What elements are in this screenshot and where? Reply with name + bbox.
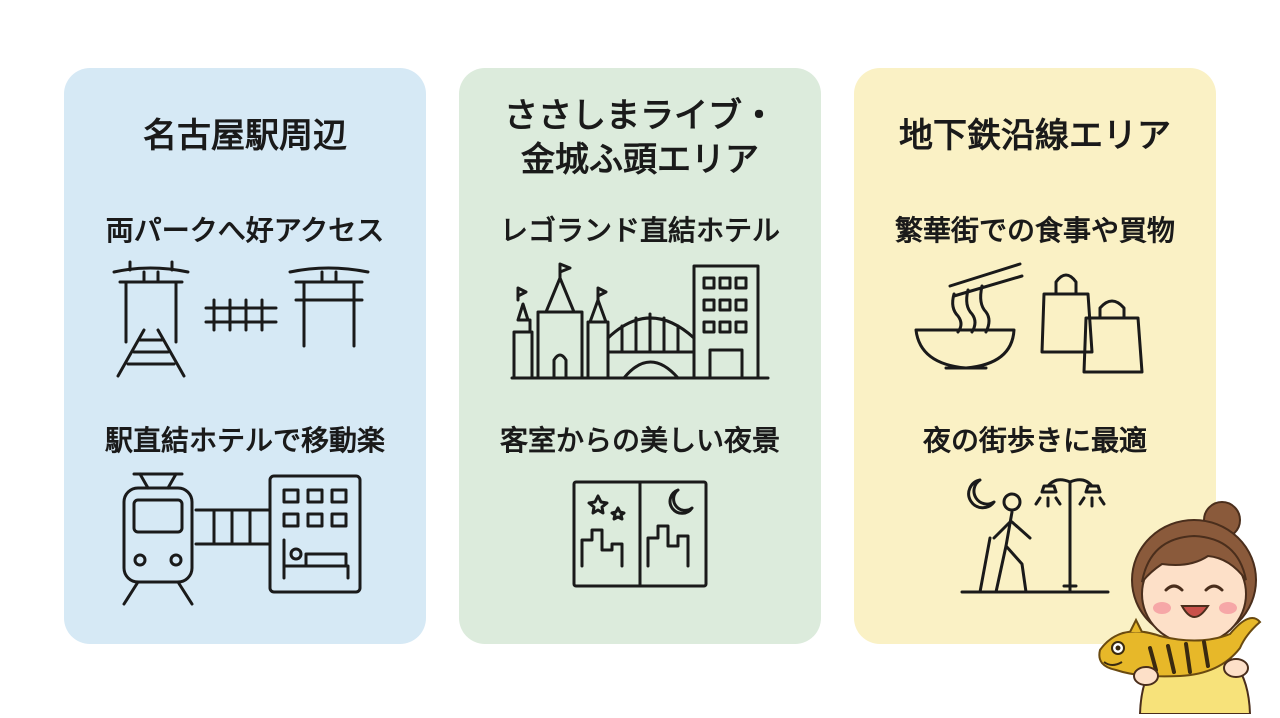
- area-card-nagoya-station: 名古屋駅周辺 両パークへ好アクセス 駅直結ホテルで移動楽: [64, 68, 426, 644]
- night-view-window-icon: [570, 468, 710, 588]
- castle-bridge-building-icon: [510, 260, 770, 382]
- card-title: 名古屋駅周辺: [143, 116, 347, 156]
- ramen-shopping-icon: [910, 260, 1160, 380]
- train-hotel-icon: [120, 468, 370, 608]
- feature-label: 夜の街歩きに最適: [922, 424, 1147, 457]
- feature-label: 繁華街での食事や買物: [894, 214, 1175, 247]
- area-card-subway-line: 地下鉄沿線エリア 繁華街での食事や買物 夜の街歩きに最適: [854, 68, 1216, 644]
- girl-with-shachihoko-icon: [1090, 498, 1270, 718]
- torii-railway-icon: [110, 260, 380, 380]
- feature-label: 両パークへ好アクセス: [105, 214, 385, 247]
- feature-label: レゴランド直結ホテル: [499, 214, 780, 247]
- feature-label: 駅直結ホテルで移動楽: [104, 424, 385, 457]
- area-card-sasashima-kinjo: ささしまライブ・ 金城ふ頭エリア レゴランド直結ホテル: [459, 68, 821, 644]
- feature-label: 客室からの美しい夜景: [499, 424, 780, 457]
- night-walk-icon: [960, 468, 1110, 598]
- card-title: 地下鉄沿線エリア: [899, 116, 1171, 156]
- card-title: ささしまライブ・ 金城ふ頭エリア: [504, 96, 776, 180]
